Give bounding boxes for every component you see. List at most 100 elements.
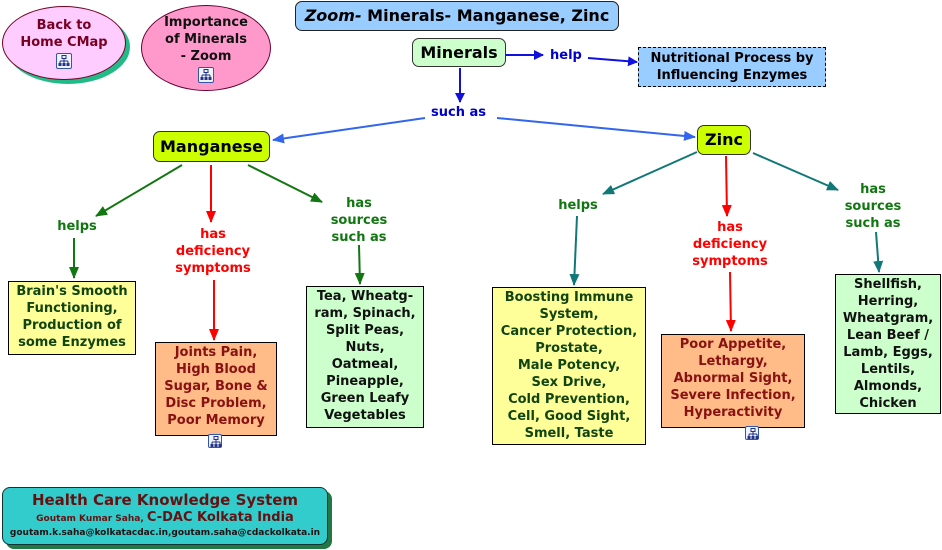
leaf-line: Sex Drive, <box>531 375 607 390</box>
back-home-line1: Back to <box>36 18 92 33</box>
nutritional-line1: Nutritional Process by <box>650 51 814 66</box>
link-label-such-as: such as <box>431 105 486 120</box>
concept-manganese-label: Manganese <box>160 137 263 156</box>
leaf-line: Sugar, Bone & <box>164 379 268 394</box>
title-text: Minerals- Manganese, Zinc <box>361 6 610 25</box>
leaf-mn-helps[interactable]: Brain's Smooth Functioning, Production o… <box>8 281 136 355</box>
link-label-zn-deficiency: has deficiency symptoms <box>684 219 776 270</box>
leaf-line: System, <box>539 307 599 322</box>
leaf-mn-sources[interactable]: Tea, Wheatg- ram, Spinach, Split Peas, N… <box>306 286 424 428</box>
footer-org: C-DAC Kolkata India <box>146 510 294 525</box>
back-to-home-cmap-node[interactable]: Back to Home CMap <box>2 6 126 80</box>
leaf-line: Smell, Taste <box>524 426 614 441</box>
leaf-line: Cancer Protection, <box>500 324 638 339</box>
importance-line2: of Minerals <box>165 31 247 47</box>
leaf-line: Cell, Good Sight, <box>507 409 631 424</box>
leaf-line: Lethargy, <box>698 354 768 369</box>
leaf-line: Green Leafy <box>320 391 410 406</box>
leaf-line: Boosting Immune <box>504 290 634 305</box>
label-line: has <box>200 227 226 242</box>
label-line: deficiency <box>175 244 251 259</box>
leaf-line: Male Potency, <box>517 358 621 373</box>
leaf-zn-sources[interactable]: Shellfish, Herring, Wheatgram, Lean Beef… <box>835 274 941 414</box>
link-label-mn-sources: has sources such as <box>322 195 396 246</box>
cmap-link-icon[interactable] <box>208 434 222 448</box>
leaf-line: Chicken <box>859 396 917 411</box>
concept-nutritional-process[interactable]: Nutritional Process by Influencing Enzym… <box>638 47 826 87</box>
concept-manganese[interactable]: Manganese <box>153 131 270 162</box>
label-line: has <box>346 196 372 211</box>
label-line: deficiency <box>692 237 768 252</box>
label-line: has <box>717 220 743 235</box>
label-line: sources <box>330 213 388 228</box>
link-zn-src <box>752 152 839 191</box>
leaf-mn-deficiency[interactable]: Joints Pain, High Blood Sugar, Bone & Di… <box>155 342 277 436</box>
leaf-zn-deficiency[interactable]: Poor Appetite, Lethargy, Abnormal Sight,… <box>661 334 805 428</box>
concept-zinc-label: Zinc <box>705 130 743 149</box>
leaf-line: Split Peas, <box>325 323 405 338</box>
label-line: such as <box>331 230 387 245</box>
link-label-help: help <box>550 48 582 63</box>
leaf-line: Oatmeal, <box>331 357 399 372</box>
title-prefix: Zoom- <box>304 6 362 25</box>
leaf-line: Prostate, <box>535 341 603 356</box>
leaf-line: ram, Spinach, <box>314 306 416 321</box>
leaf-line: Lentils, <box>860 362 916 377</box>
footer-author: Goutam Kumar Saha, <box>36 514 147 524</box>
page-title: Zoom- Minerals- Manganese, Zinc <box>295 1 619 31</box>
leaf-line: High Blood <box>176 362 256 377</box>
link-zn-src-leaf <box>873 231 884 273</box>
label-line: such as <box>845 216 901 231</box>
link-suchas-manganese <box>272 117 426 144</box>
leaf-line: Severe Infection, <box>670 388 796 403</box>
link-zn-helps <box>602 151 698 195</box>
link-mn-helps <box>95 164 183 217</box>
link-suchas-zinc <box>496 117 696 141</box>
footer-title: Health Care Knowledge System <box>31 491 299 509</box>
leaf-line: Functioning, <box>26 301 118 316</box>
leaf-line: Herring, <box>857 294 919 309</box>
importance-of-minerals-node[interactable]: Importance of Minerals - Zoom <box>141 5 271 91</box>
footer-panel: Health Care Knowledge System Goutam Kuma… <box>2 487 328 545</box>
link-help-nutritional <box>587 56 638 67</box>
label-line: symptoms <box>692 254 768 269</box>
leaf-line: Disc Problem, <box>165 396 267 411</box>
leaf-line: Almonds, <box>853 379 923 394</box>
leaf-line: Hyperactivity <box>683 405 783 420</box>
leaf-line: Lamb, Eggs, <box>843 345 933 360</box>
footer-emails[interactable]: goutam.k.saha@kolkatacdac.in,goutam.saha… <box>9 528 321 538</box>
link-label-mn-deficiency: has deficiency symptoms <box>168 226 258 277</box>
nutritional-line2: Influencing Enzymes <box>656 68 808 83</box>
link-label-zn-sources: has sources such as <box>836 181 910 232</box>
leaf-line: Poor Memory <box>167 413 265 428</box>
link-zn-def-leaf <box>725 271 736 332</box>
leaf-line: Shellfish, <box>854 277 922 292</box>
cmap-link-icon[interactable] <box>198 66 214 83</box>
concept-zinc[interactable]: Zinc <box>697 125 751 155</box>
cmap-link-icon[interactable] <box>744 426 759 440</box>
leaf-line: Wheatgram, <box>842 311 934 326</box>
link-zn-helps-leaf <box>569 215 580 286</box>
link-mn-src-leaf <box>354 244 365 285</box>
importance-line1: Importance <box>164 14 248 30</box>
leaf-line: Vegetables <box>324 408 406 423</box>
leaf-line: Pineapple, <box>326 374 404 389</box>
link-label-zn-helps: helps <box>558 198 598 213</box>
leaf-line: Brain's Smooth <box>16 284 128 299</box>
back-home-line2: Home CMap <box>20 35 108 50</box>
importance-line3: - Zoom <box>180 48 232 64</box>
link-zn-def <box>721 155 732 217</box>
footer-author-line: Goutam Kumar Saha, C-DAC Kolkata India <box>3 510 327 527</box>
leaf-line: Production of <box>22 318 122 333</box>
concept-minerals[interactable]: Minerals <box>412 38 506 67</box>
link-mn-src <box>247 164 323 203</box>
leaf-line: Poor Appetite, <box>679 337 787 352</box>
cmap-link-icon[interactable] <box>56 53 72 69</box>
leaf-line: Abnormal Sight, <box>673 371 793 386</box>
leaf-zn-helps[interactable]: Boosting Immune System, Cancer Protectio… <box>492 287 646 445</box>
leaf-line: Nuts, <box>345 340 385 355</box>
leaf-line: some Enzymes <box>18 335 126 350</box>
concept-minerals-label: Minerals <box>420 43 498 62</box>
leaf-line: Tea, Wheatg- <box>316 289 414 304</box>
